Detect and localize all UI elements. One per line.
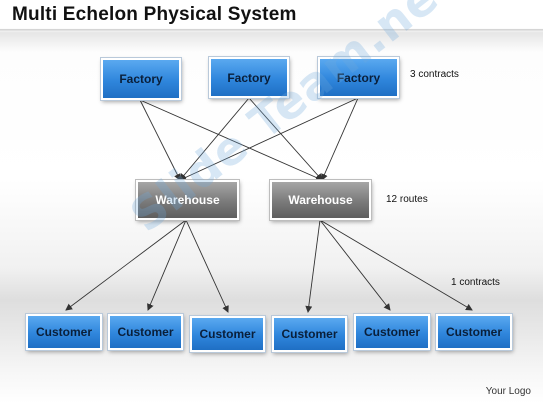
warehouse-box-2[interactable]: Warehouse [270, 180, 371, 220]
customer-box-5[interactable]: Customer [354, 314, 430, 350]
customer-box-3[interactable]: Customer [190, 316, 265, 352]
arrow-factory3-warehouse2 [321, 97, 359, 181]
arrow-warehouse1-customer2 [147, 219, 187, 311]
warehouse-label: Warehouse [155, 193, 220, 207]
slide-title: Multi Echelon Physical System [12, 4, 297, 25]
customer-box-1[interactable]: Customer [26, 314, 102, 350]
logo-text: Your Logo [485, 386, 531, 397]
customer-label: Customer [35, 325, 92, 339]
factory-label: Factory [336, 70, 381, 85]
factory-label: Factory [119, 72, 163, 86]
arrow-factory2-warehouse2 [248, 97, 323, 181]
customer-box-2[interactable]: Customer [108, 314, 183, 350]
factory-box-2[interactable]: Factory [209, 57, 289, 98]
customer-label: Customer [445, 325, 502, 339]
factory-box-3[interactable]: Factory [318, 57, 399, 98]
arrow-warehouse2-customer5 [319, 219, 391, 311]
factory-box-1[interactable]: Factory [101, 58, 181, 100]
arrow-warehouse2-customer4 [305, 219, 321, 313]
arrow-factory3-warehouse1 [179, 97, 359, 181]
customer-label: Customer [199, 327, 256, 341]
customer-label: Customer [281, 327, 338, 341]
customer-box-6[interactable]: Customer [436, 314, 512, 350]
customer-label: Customer [117, 325, 174, 339]
factory-label: Factory [227, 70, 271, 85]
warehouse-box-1[interactable]: Warehouse [136, 180, 239, 220]
arrow-warehouse1-customer1 [65, 219, 187, 311]
routes-note: 12 routes [386, 194, 428, 205]
arrow-warehouse1-customer3 [185, 219, 229, 313]
warehouse-label: Warehouse [288, 193, 353, 207]
arrow-factory2-warehouse1 [179, 97, 250, 181]
arrow-factory1-warehouse2 [139, 99, 323, 181]
customer-contracts-note: 1 contracts [451, 277, 500, 288]
title-divider [0, 29, 543, 32]
customer-box-4[interactable]: Customer [272, 316, 347, 352]
customer-label: Customer [363, 325, 420, 339]
arrow-factory1-warehouse1 [139, 99, 181, 181]
arrow-warehouse2-customer6 [319, 219, 473, 311]
contracts-note: 3 contracts [410, 69, 459, 80]
